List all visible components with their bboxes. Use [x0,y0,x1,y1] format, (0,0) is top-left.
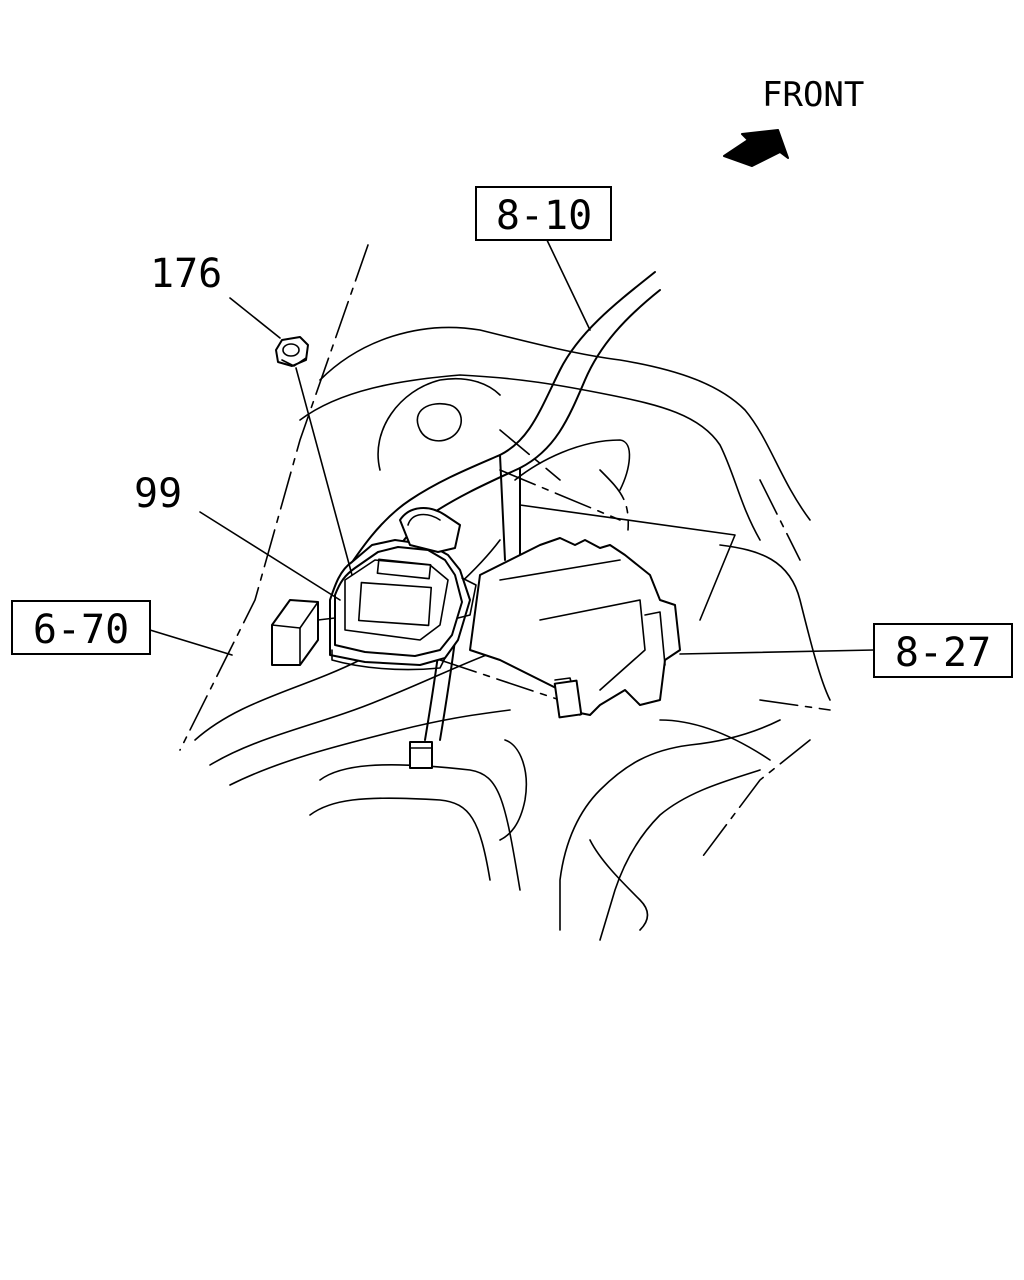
ref-8-27-box: 8-27 [873,623,1013,678]
part-176-label: 176 [150,251,222,297]
ref-6-70-box: 6-70 [11,600,151,655]
connector-left [271,599,336,666]
ref-8-10-label: 8-10 [496,193,592,239]
leader-lines [149,237,875,656]
front-arrow-icon [723,129,789,167]
control-unit [469,537,681,719]
connector-lower [409,741,433,769]
part-99-label: 99 [134,471,182,517]
ref-6-70-label: 6-70 [33,607,129,653]
floor-panel [194,326,831,941]
nut-176-icon [275,336,309,367]
front-label: FRONT [762,75,864,115]
ref-8-27-label: 8-27 [895,630,991,676]
centerlines [179,244,831,861]
ref-8-10-box: 8-10 [475,186,612,241]
module-99 [329,507,477,671]
